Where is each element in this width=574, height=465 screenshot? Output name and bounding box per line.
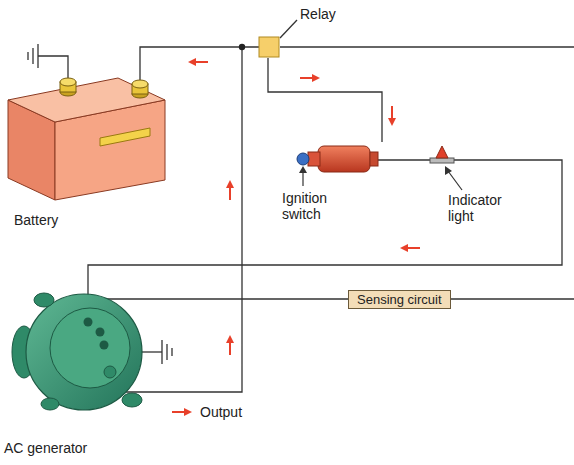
part-label: Output: [200, 404, 242, 420]
light-generator-wire: [88, 160, 562, 318]
ignition-switch-symbol: [297, 146, 378, 186]
indicator-light-symbol: [430, 146, 462, 190]
junction-dot: [239, 44, 245, 50]
wires: [38, 20, 574, 392]
ac-generator-illustration: [12, 293, 142, 410]
part-label: Battery: [14, 212, 58, 228]
part-label: Relay: [300, 6, 336, 22]
part-label: AC generator: [4, 440, 87, 456]
relay-switch-wire: [268, 58, 382, 142]
current-arrows: [172, 58, 420, 416]
sensing-band: Sensing circuit: [348, 290, 451, 309]
relay-output-wire: [280, 46, 574, 47]
part-label: Indicator light: [448, 192, 520, 224]
relay-symbol: [259, 37, 279, 57]
switch-light-wire: [372, 159, 432, 160]
battery-illustration: [8, 78, 165, 200]
relay-leader: [280, 20, 297, 38]
ground-symbol: [28, 44, 38, 68]
sensing-wire: [100, 299, 574, 330]
ground-symbol: [162, 340, 172, 364]
generator-ground-wire: [140, 351, 162, 352]
part-label: Ignition switch: [282, 190, 354, 222]
battery-ground-wire: [38, 56, 68, 80]
node-text: Sensing circuit: [357, 292, 442, 307]
